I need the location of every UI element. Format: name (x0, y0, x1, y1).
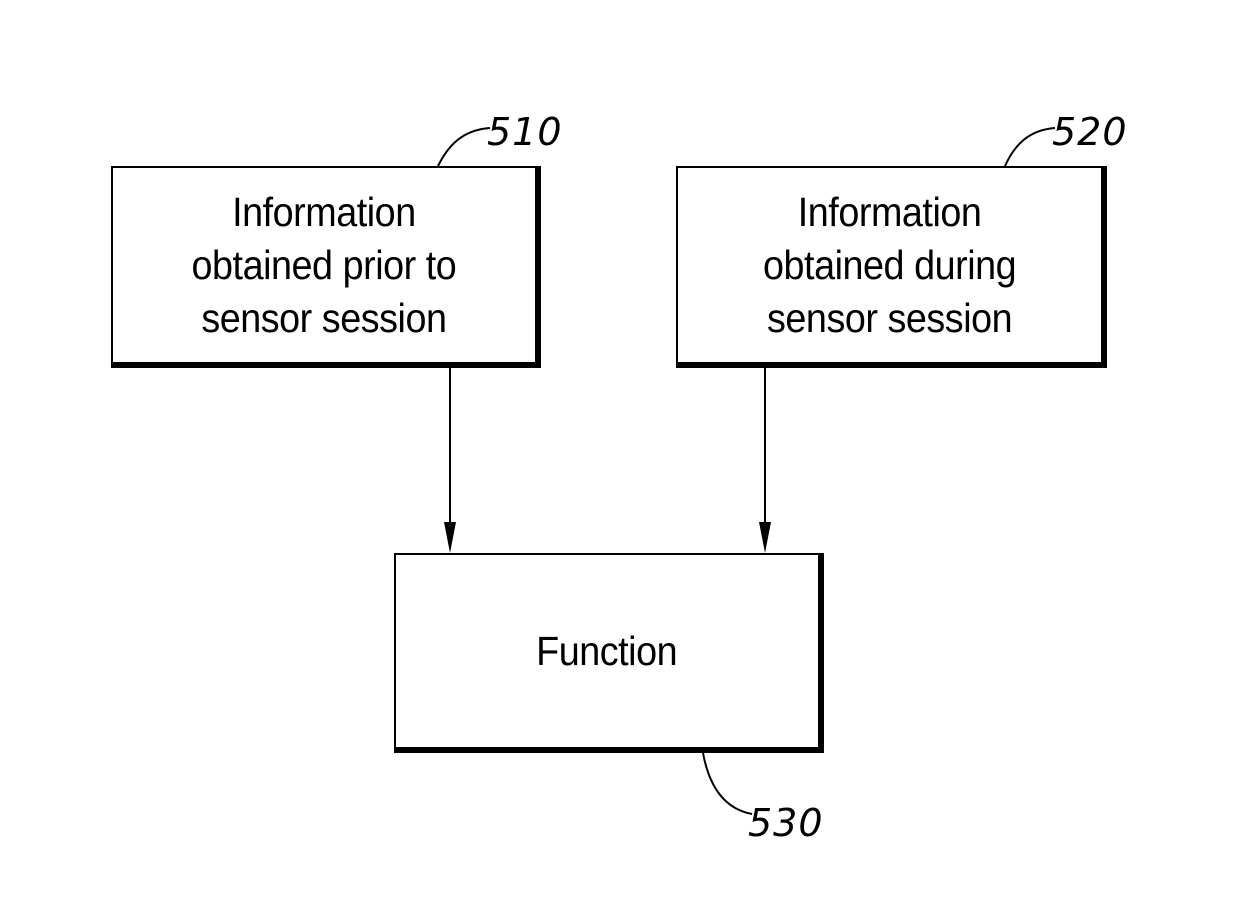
box-function-label: Function (536, 625, 677, 678)
reference-numeral-530: 530 (748, 803, 824, 843)
reference-numeral-520: 520 (1052, 112, 1128, 152)
box-function: Function (394, 553, 824, 753)
box-function-text: Function (536, 625, 677, 678)
leader-line-510 (438, 128, 490, 166)
arrowhead-510-to-530 (444, 522, 456, 553)
reference-numeral-510: 510 (487, 112, 563, 152)
leader-line-530 (703, 753, 752, 814)
arrowhead-520-to-530 (759, 522, 771, 553)
leader-line-520 (1005, 128, 1055, 166)
box-prior-line-2: obtained prior to (192, 239, 457, 292)
box-prior-line-3: sensor session (192, 292, 457, 345)
box-during-line-1: Information (763, 186, 1016, 239)
box-during-line-2: obtained during (763, 239, 1016, 292)
box-information-prior-text: Information obtained prior to sensor ses… (192, 186, 457, 345)
box-information-during-text: Information obtained during sensor sessi… (763, 186, 1016, 345)
box-prior-line-1: Information (192, 186, 457, 239)
box-information-during: Information obtained during sensor sessi… (676, 166, 1107, 368)
box-during-line-3: sensor session (763, 292, 1016, 345)
box-information-prior: Information obtained prior to sensor ses… (111, 166, 541, 368)
